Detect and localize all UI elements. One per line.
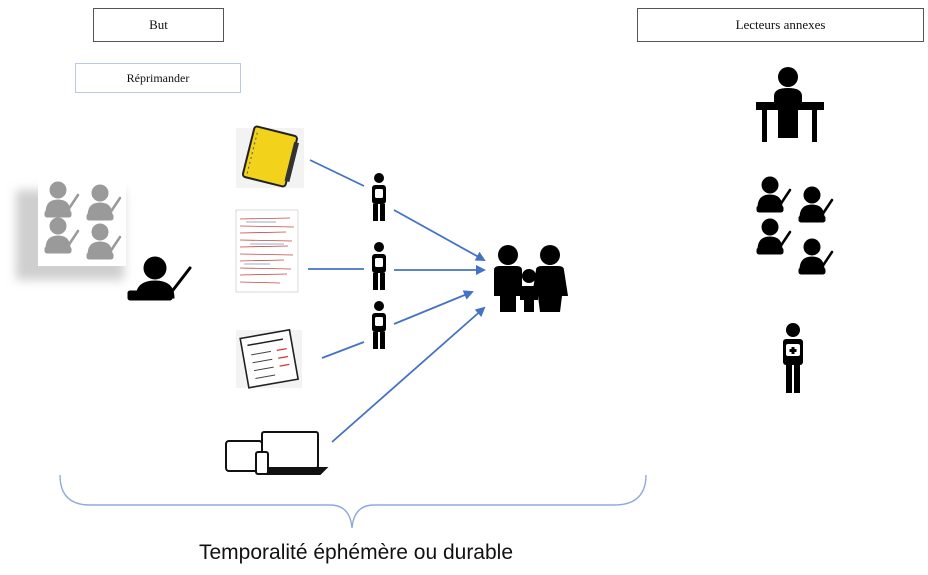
student-backpack-icon [372, 242, 386, 290]
temporal-brace [59, 474, 647, 529]
goal-value: Réprimander [126, 70, 190, 85]
family-icon [494, 245, 568, 312]
goal-label-box: But [93, 8, 224, 42]
report-card-icon [236, 328, 302, 389]
handwritten-letter-icon [235, 209, 299, 293]
devices-icon [225, 431, 329, 475]
arrow-carrier-to-family-3 [393, 290, 474, 325]
notebook-icon [236, 125, 304, 188]
teacher-icon [127, 256, 192, 301]
arrow-notebook-to-carrier [309, 159, 365, 187]
goal-label: But [149, 17, 168, 32]
classroom-group-icon [16, 178, 126, 280]
arrows [308, 159, 486, 443]
other-readers-label: Lecteurs annexes [735, 17, 826, 32]
student-backpack-icon [372, 301, 386, 349]
school-nurse-icon [783, 323, 803, 393]
classmates-icon [755, 175, 834, 276]
arrow-devices-to-family [331, 306, 486, 443]
arrow-carrier-to-family-1 [393, 209, 486, 261]
arrow-report-to-carrier [321, 341, 365, 359]
other-readers-label-box: Lecteurs annexes [637, 8, 924, 42]
student-backpack-icon [372, 173, 386, 221]
temporality-caption: Temporalité éphémère ou durable [198, 541, 514, 564]
principal-desk-icon [756, 67, 824, 142]
goal-value-box: Réprimander [75, 63, 241, 93]
